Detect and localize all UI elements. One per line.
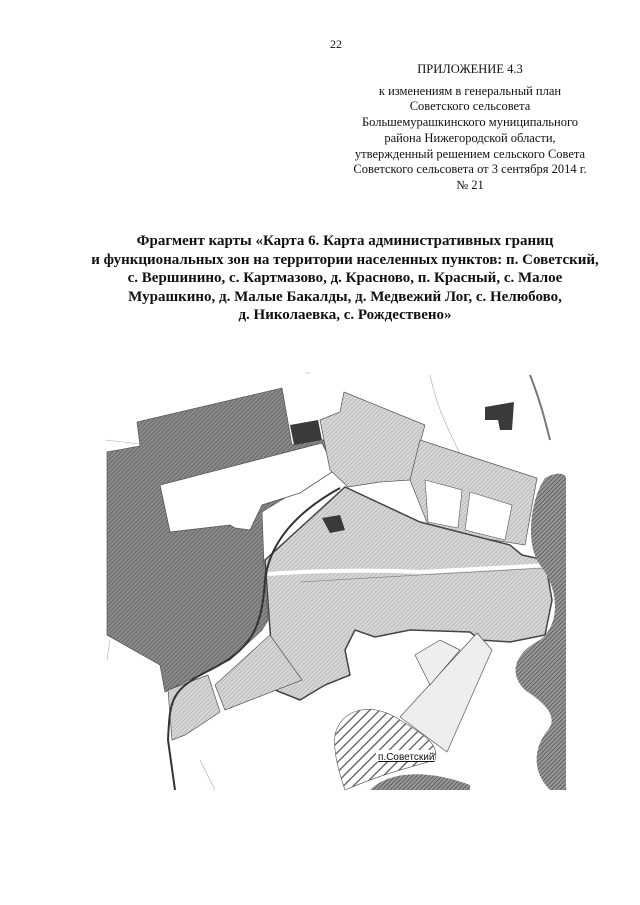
map-title: Фрагмент карты «Карта 6. Карта администр… (60, 232, 630, 325)
appendix-line: района Нижегородской области, (384, 130, 556, 145)
residential-central (264, 486, 553, 701)
dark-block (290, 420, 322, 445)
building (485, 402, 514, 430)
open-plot (424, 479, 463, 529)
title-line: с. Вершинино, с. Картмазово, д. Красново… (127, 270, 563, 287)
plot-south (214, 634, 303, 711)
open-plot (464, 491, 513, 541)
road (166, 487, 341, 791)
main-street (267, 563, 551, 576)
label-bg (376, 750, 434, 762)
title-line: и функциональных зон на территории насел… (91, 251, 599, 268)
plot-southeast (399, 632, 493, 753)
street (299, 567, 546, 583)
appendix-line: к изменениям в генеральный план (378, 83, 562, 98)
appendix-line: Советского сельсовета (409, 99, 531, 114)
title-line: Фрагмент карты «Карта 6. Карта администр… (136, 233, 554, 249)
appendix-line: Большемурашкинского муниципального (361, 115, 579, 130)
plot-east (414, 639, 461, 686)
title-line: д. Николаевка, с. Рождествено» (238, 307, 452, 324)
appendix-line: Советского сельсовета от 3 сентября 2014… (353, 162, 587, 177)
settlement-area (334, 709, 437, 791)
river (515, 473, 566, 790)
appendix-line: № 21 (456, 177, 484, 192)
background-lines (104, 372, 461, 791)
title-line: Мурашкино, д. Малые Бакалды, д. Медвежий… (128, 288, 562, 305)
building (322, 515, 345, 533)
stream (529, 374, 551, 441)
appendix-block: ПРИЛОЖЕНИЕ 4.3 к изменениям в генеральны… (340, 62, 600, 194)
appendix-heading: ПРИЛОЖЕНИЕ 4.3 (417, 62, 523, 76)
plot-southwest (167, 674, 221, 741)
river-bottom (370, 774, 470, 790)
page-number: 22 (330, 37, 342, 51)
residential-block-north (319, 391, 426, 488)
settlement-label: п.Советский (378, 752, 434, 763)
appendix-line: утвержденный решением сельского Совета (354, 146, 586, 161)
